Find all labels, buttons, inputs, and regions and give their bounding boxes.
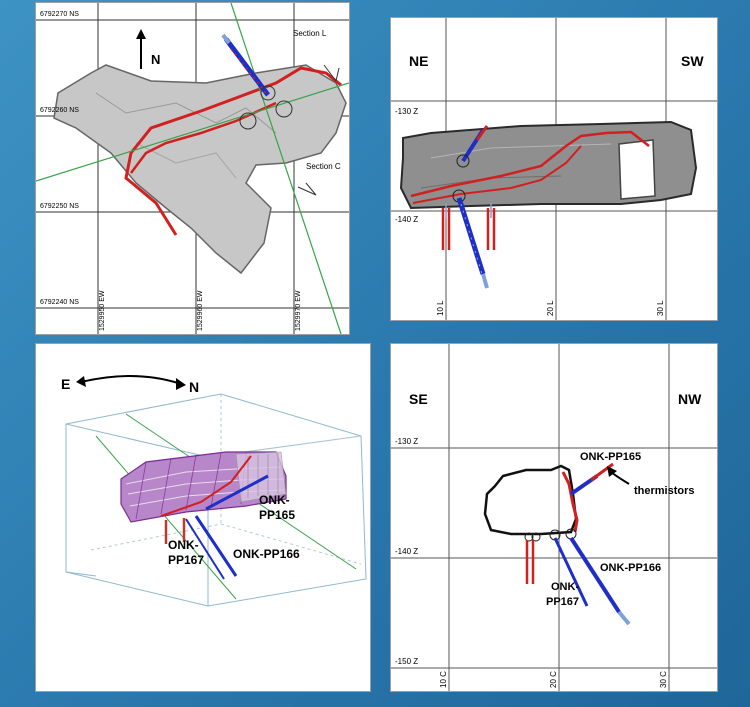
north-label: N [151, 52, 160, 67]
tunnel-3d-mesh [120, 451, 287, 523]
level-label: -130 Z [395, 437, 418, 446]
orientation-arrow [76, 374, 186, 390]
level-label: -140 Z [395, 547, 418, 556]
northing-label: 6792270 NS [40, 11, 79, 18]
plan-red-line-outer [124, 66, 342, 236]
direction-nw: NW [678, 391, 702, 407]
level-label: -140 Z [395, 215, 418, 224]
iso-view-panel: E N ONK- PP165 ONK- PP167 ONK-PP166 [35, 343, 371, 692]
direction-se: SE [409, 391, 428, 407]
level-label: -130 Z [395, 107, 418, 116]
collar-circle [456, 154, 470, 168]
collar-circle [239, 112, 257, 130]
thermistors-arrow [607, 466, 630, 485]
plan-view-panel: N Section L Section C 6792270 NS 6792260… [35, 2, 350, 335]
red-vertical-holes [441, 208, 496, 250]
northing-label: 6792250 NS [40, 203, 79, 210]
hole-pp167-section [525, 540, 535, 584]
hole-label-pp166: ONK-PP166 [233, 547, 300, 561]
tunnel-section-outline [483, 464, 578, 536]
section-c-line [36, 82, 349, 182]
collar-circle [524, 532, 534, 542]
northing-label: 6792240 NS [40, 299, 79, 306]
axis-n-label: N [189, 379, 199, 395]
easting-label: 1529970 EW [295, 290, 302, 331]
direction-sw: SW [681, 53, 704, 69]
hole-label-pp167: ONK- [168, 538, 199, 552]
direction-ne: NE [409, 53, 428, 69]
iso-hole-pp165 [205, 474, 269, 511]
hole-pp166-section [456, 197, 489, 289]
collar-circle [531, 532, 541, 542]
iso-hole-pp166 [185, 515, 238, 580]
section-l-line [230, 3, 342, 334]
north-arrow [136, 29, 146, 69]
thermistors-label: thermistors [634, 485, 695, 497]
iso-section-line [95, 435, 237, 600]
hole-label-pp165: ONK-PP165 [580, 451, 641, 463]
easting-label: 1529950 EW [99, 290, 106, 331]
hole-label-pp167: PP167 [168, 553, 204, 567]
iso-view-svg: E N ONK- PP165 ONK- PP167 ONK-PP166 [61, 374, 367, 607]
hole-label-pp167: PP167 [546, 596, 579, 608]
section-tick: 20 C [549, 671, 558, 688]
easting-label: 1529960 EW [197, 290, 204, 331]
section-ne-sw-svg: NE SW -130 Z -140 Z 10 L 20 L 30 L [391, 18, 717, 320]
collar-circle [275, 100, 293, 118]
plan-view-svg: N Section L Section C 6792270 NS 6792260… [36, 3, 349, 334]
hole-label-pp165: PP165 [259, 508, 295, 522]
iso-red-line [160, 455, 252, 517]
plan-red-line-inner [130, 101, 277, 174]
section-tick: 30 C [659, 671, 668, 688]
collar-circle [260, 85, 276, 101]
section-red-line-upper [410, 130, 650, 198]
plan-borehole-pp165 [221, 33, 270, 97]
hole-label-pp165: ONK- [259, 493, 290, 507]
hole-label-pp167: ONK- [551, 581, 579, 593]
section-grid [391, 344, 717, 691]
northing-label: 6792260 NS [40, 107, 79, 114]
section-red-wall [561, 471, 579, 533]
iso-hole-pp167 [164, 518, 186, 544]
tunnel-plan-shape [53, 64, 347, 275]
level-label: -150 Z [395, 657, 418, 666]
section-l-label: Section L [293, 29, 327, 38]
hole-label-pp166: ONK-PP166 [600, 562, 661, 574]
hole-pp166-section [553, 536, 631, 626]
hole-pp165-section [569, 462, 614, 496]
section-tick: 10 L [436, 300, 445, 316]
end-wall-opening [618, 139, 656, 200]
section-ne-sw-panel: NE SW -130 Z -140 Z 10 L 20 L 30 L [390, 17, 718, 321]
section-c-label: Section C [306, 162, 341, 171]
section-tick: 20 L [546, 300, 555, 316]
axis-e-label: E [61, 376, 70, 392]
section-tick: 30 L [656, 300, 665, 316]
section-tick: 10 C [439, 671, 448, 688]
section-se-nw-panel: SE NW -130 Z -140 Z -150 Z 10 C 20 C 30 … [390, 343, 718, 692]
section-se-nw-svg: SE NW -130 Z -140 Z -150 Z 10 C 20 C 30 … [391, 344, 717, 691]
